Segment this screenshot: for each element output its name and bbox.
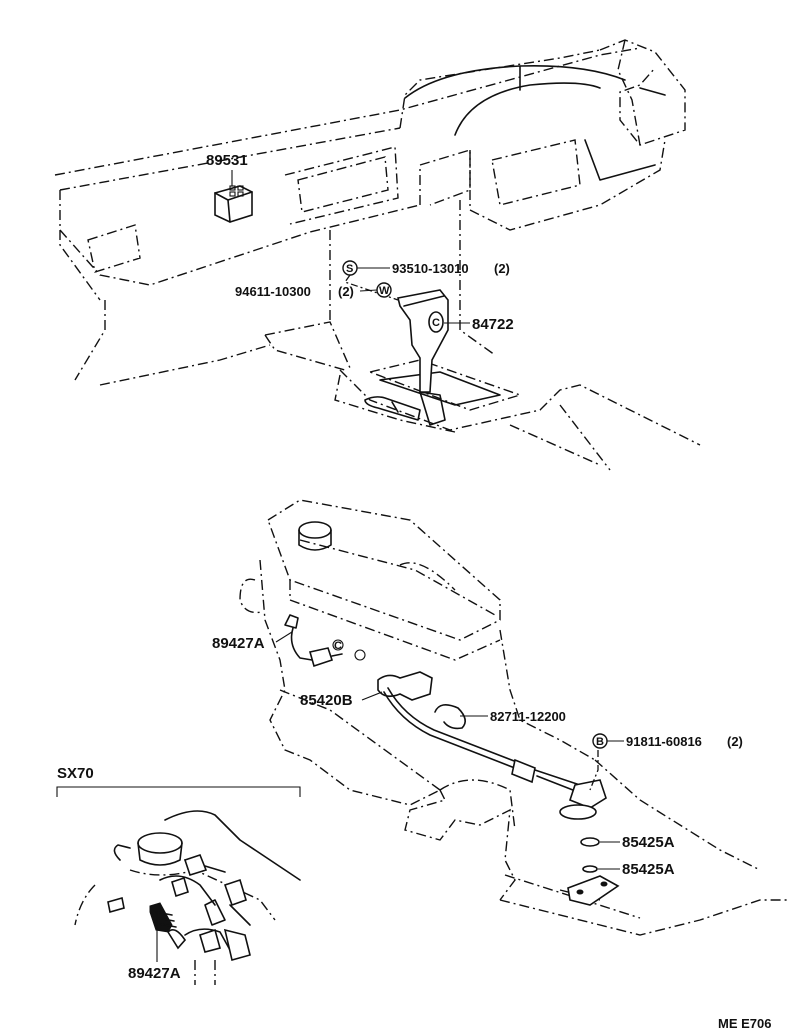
sx70-inset: SX70 89427A: [56, 765, 301, 985]
inset-title-sx70: SX70: [57, 765, 94, 782]
switch-89531: [214, 185, 253, 223]
part-qty-91811: (2): [727, 734, 743, 749]
part-label-93510-13010: 93510-13010: [392, 261, 469, 276]
part-label-94611-10300: 94611-10300: [235, 284, 311, 299]
callout-symbol-w: W: [379, 285, 390, 297]
part-label-89427a-top: 89427A: [212, 635, 265, 652]
part-label-91811-60816: 91811-60816: [626, 734, 702, 749]
part-label-89427a-inset: 89427A: [128, 965, 181, 982]
part-label-89531: 89531: [206, 152, 248, 169]
part-label-84722: 84722: [472, 316, 514, 333]
callout-symbol-s: S: [346, 263, 353, 275]
callouts-engine: 89427A 85420B 82711-12200 B 91811-60816 …: [212, 631, 743, 878]
figure-code: ME E706: [718, 1016, 771, 1031]
engine-illustration: C: [239, 499, 790, 936]
dashboard-illustration: C: [54, 39, 701, 471]
part-label-85420b: 85420B: [300, 692, 353, 709]
part-label-85425a-2: 85425A: [622, 861, 675, 878]
callouts-top: 89531 S 93510-13010 (2) 94611-10300 (2) …: [206, 152, 514, 333]
callout-symbol-c: C: [432, 317, 440, 329]
callout-symbol-b: B: [596, 736, 604, 748]
part-qty-94611: (2): [338, 284, 354, 299]
callout-symbol-c2: C: [334, 640, 342, 652]
w-symbol-icon: [376, 282, 392, 298]
part-qty-93510: (2): [494, 261, 510, 276]
part-label-85425a-1: 85425A: [622, 834, 675, 851]
part-label-82711-12200: 82711-12200: [490, 709, 566, 724]
